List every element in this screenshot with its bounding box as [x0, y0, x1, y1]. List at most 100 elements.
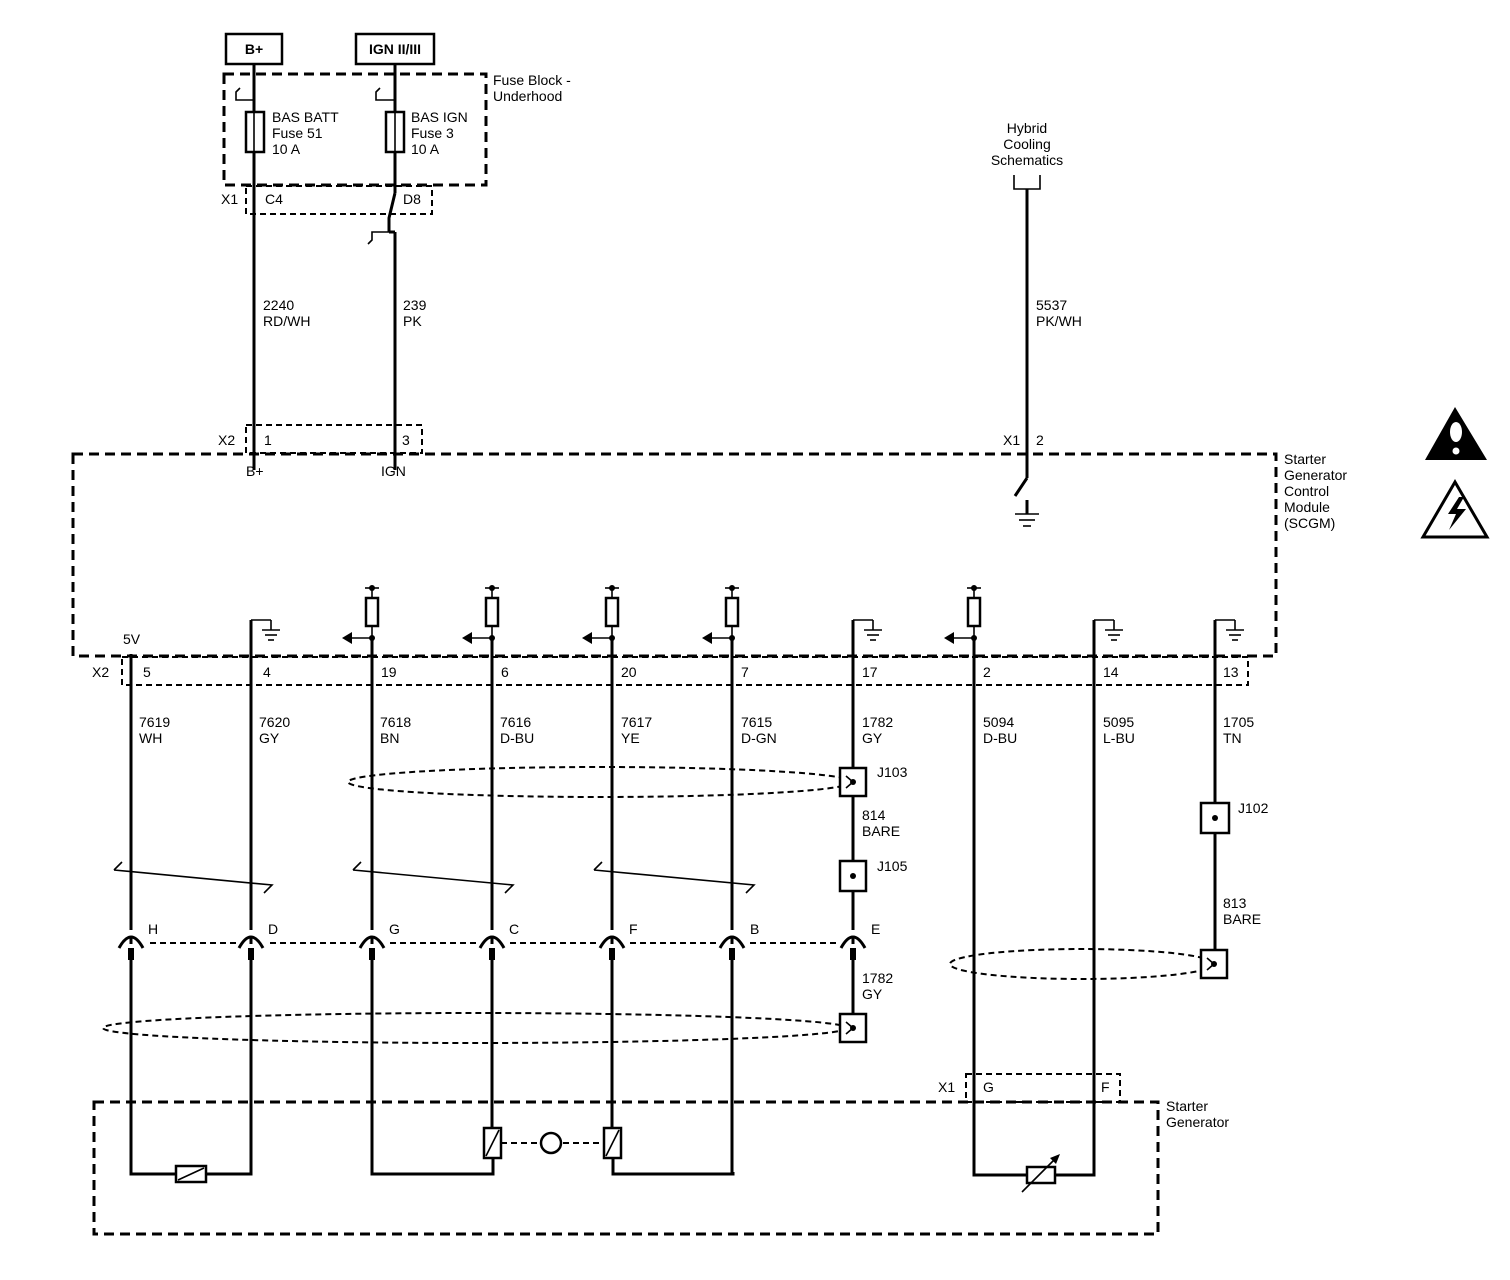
bplus-supply-label: B+ — [245, 41, 263, 57]
pullup-resistor-icon — [484, 596, 500, 628]
wire-2240-color: RD/WH — [263, 313, 310, 329]
scgm-5v-label: 5V — [123, 631, 141, 647]
inline-pin-terminal — [128, 948, 134, 960]
scgm-x1-pin-2: 2 — [1036, 432, 1044, 448]
pullup-resistor-icon — [364, 596, 380, 628]
wire-7616-color: D-BU — [500, 730, 534, 746]
fuse-block-pin-d8: D8 — [403, 191, 421, 207]
inline-pin-g: G — [389, 921, 400, 937]
fuse-3-id: Fuse 3 — [411, 125, 454, 141]
inline-pin-e: E — [871, 921, 880, 937]
inline-pin-c: C — [509, 921, 519, 937]
inline-pin-terminal — [489, 948, 495, 960]
pullup-resistor-icon — [724, 596, 740, 628]
pin-17: 17 — [862, 664, 878, 680]
splice-j102-label: J102 — [1238, 800, 1269, 816]
pin-6: 6 — [501, 664, 509, 680]
pin-4: 4 — [263, 664, 271, 680]
scgm-x1-top-label: X1 — [1003, 432, 1020, 448]
splice-j105-label: J105 — [877, 858, 908, 874]
pullup-resistor-icon — [966, 596, 982, 628]
fuse-3-name: BAS IGN — [411, 109, 468, 125]
hybrid-ref-line-3: Schematics — [991, 152, 1063, 168]
lower-wire-harness — [129, 620, 1217, 1174]
caution-icon — [1425, 407, 1487, 460]
fuse-block-title-2: Underhood — [493, 88, 562, 104]
wire-1705-circuit: 1705 — [1223, 714, 1254, 730]
shield-lower-ellipse — [102, 1012, 848, 1044]
pin-19: 19 — [381, 664, 397, 680]
inline-pin-terminal — [729, 948, 735, 960]
pin-2: 2 — [983, 664, 991, 680]
wire-7619-circuit: 7619 — [139, 714, 170, 730]
signal-arrow-icon — [944, 632, 954, 644]
inline-connector-pins — [116, 930, 868, 972]
wire-239-circuit: 239 — [403, 297, 427, 313]
inline-pin-terminal — [850, 948, 856, 960]
fuse-a-bus-tap — [235, 87, 254, 101]
resolver-coil-a-icon — [482, 1126, 503, 1160]
fuse-51-name: BAS BATT — [272, 109, 339, 125]
lower-1782-color: GY — [862, 986, 883, 1002]
wire-7620-circuit: 7620 — [259, 714, 290, 730]
pin-label-group: 5 4 19 6 20 7 17 2 14 13 7619 WH 7620 GY… — [139, 664, 1254, 746]
inline-pin-terminal — [609, 948, 615, 960]
shield-terminal-right — [1199, 948, 1229, 980]
pin-14: 14 — [1103, 664, 1119, 680]
scgm-x2-bottom-label: X2 — [92, 664, 109, 680]
shield-terminal-lower — [838, 1012, 868, 1044]
starter-generator-pin-g: G — [983, 1079, 994, 1095]
signal-arrow-icon — [342, 632, 352, 644]
ground-icon — [1015, 513, 1039, 527]
fuse-block-x1-connector — [245, 185, 433, 215]
shield-right-ellipse — [949, 948, 1215, 980]
wire-7620-color: GY — [259, 730, 280, 746]
pin-13: 13 — [1223, 664, 1239, 680]
inline-pin-d: D — [268, 921, 278, 937]
inline-pin-f: F — [629, 921, 638, 937]
wire-5537-circuit: 5537 — [1036, 297, 1067, 313]
scgm-x2-bottom-connector — [121, 656, 1249, 686]
internal-switch — [1013, 477, 1029, 497]
inline-pin-h: H — [148, 921, 158, 937]
ign-supply-label: IGN II/III — [369, 41, 421, 57]
wire-1782-color: GY — [862, 730, 883, 746]
drain-813-color: BARE — [1223, 911, 1261, 927]
scgm-x2-pin-1: 1 — [264, 432, 272, 448]
signal-arrow-icon — [462, 632, 472, 644]
hybrid-ref-line-1: Hybrid — [1007, 120, 1047, 136]
hybrid-ref-line-2: Cooling — [1003, 136, 1050, 152]
fuse-51-rating: 10 A — [272, 141, 301, 157]
fuse-block-title-1: Fuse Block - — [493, 72, 571, 88]
wire-7617-color: YE — [621, 730, 640, 746]
fuse-block-pin-c4: C4 — [265, 191, 283, 207]
hybrid-ref-bracket — [1013, 175, 1041, 190]
wire-5094-circuit: 5094 — [983, 714, 1014, 730]
wire-7619-color: WH — [139, 730, 162, 746]
wire-7616-circuit: 7616 — [500, 714, 531, 730]
resolver-rotor-icon — [539, 1131, 563, 1155]
inline-pin-terminal — [248, 948, 254, 960]
fuse-block-boundary — [222, 72, 488, 187]
wire-7617-circuit: 7617 — [621, 714, 652, 730]
scgm-internal-circuits — [251, 585, 1244, 644]
fuse-block-x1-label: X1 — [221, 191, 238, 207]
scgm-title-2: Generator — [1284, 467, 1347, 483]
scgm-bplus-input: B+ — [246, 463, 264, 479]
wire-7618-color: BN — [380, 730, 399, 746]
scgm-x2-top-connector — [245, 424, 423, 454]
scgm-title-4: Module — [1284, 499, 1330, 515]
fuse-b-bus-tap — [375, 87, 395, 101]
scgm-title-5: (SCGM) — [1284, 515, 1335, 531]
scgm-ign-input: IGN — [381, 463, 406, 479]
lower-1782-circuit: 1782 — [862, 970, 893, 986]
twisted-pair-markers — [113, 861, 756, 894]
starter-generator-x1-label: X1 — [938, 1079, 955, 1095]
scgm-x2-top-label: X2 — [218, 432, 235, 448]
pullup-resistor-icon — [604, 596, 620, 628]
starter-generator-pin-f: F — [1101, 1079, 1110, 1095]
drain-814-circuit: 814 — [862, 807, 886, 823]
wire-7618-circuit: 7618 — [380, 714, 411, 730]
scgm-x2-pin-3: 3 — [402, 432, 410, 448]
